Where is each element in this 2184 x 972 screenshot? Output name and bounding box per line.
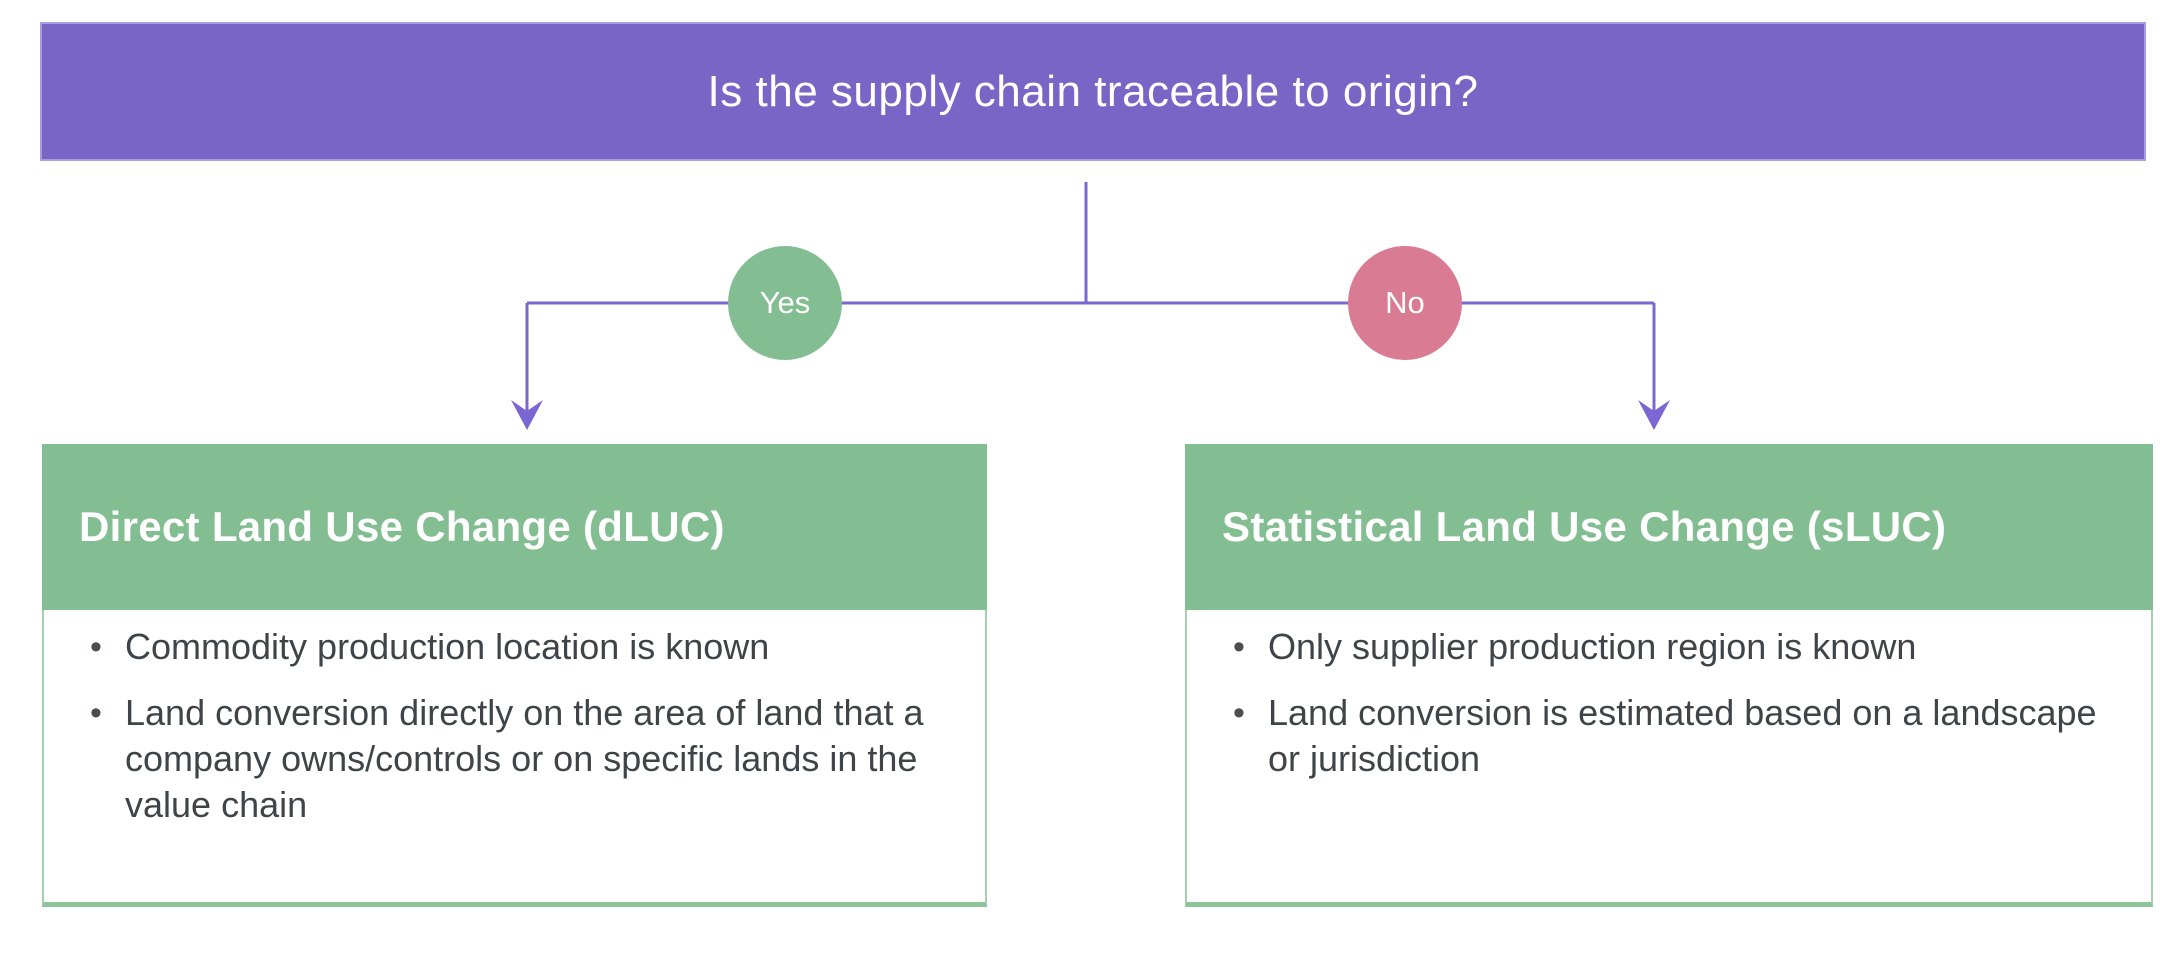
bullet-item: Land conversion directly on the area of … <box>90 690 945 828</box>
branch-yes-label: Yes <box>759 285 811 320</box>
arrowhead-left-icon <box>511 400 543 430</box>
card-sluc-header: Statistical Land Use Change (sLUC) <box>1185 444 2153 610</box>
branch-no-label: No <box>1385 285 1425 320</box>
question-banner: Is the supply chain traceable to origin? <box>40 22 2146 161</box>
card-sluc-title: Statistical Land Use Change (sLUC) <box>1222 503 1947 550</box>
card-dluc-header: Direct Land Use Change (dLUC) <box>42 444 987 610</box>
card-sluc-body: Only supplier production region is known… <box>1185 610 2153 907</box>
bullet-item: Commodity production location is known <box>90 624 945 670</box>
branch-yes-node: Yes <box>728 246 842 360</box>
bullet-item: Only supplier production region is known <box>1233 624 2111 670</box>
question-text: Is the supply chain traceable to origin? <box>707 66 1479 116</box>
card-sluc-bullet-list: Only supplier production region is known… <box>1187 610 2151 782</box>
branch-no-node: No <box>1348 246 1462 360</box>
card-sluc: Statistical Land Use Change (sLUC) Only … <box>1185 444 2153 907</box>
bullet-item: Land conversion is estimated based on a … <box>1233 690 2111 782</box>
card-dluc: Direct Land Use Change (dLUC) Commodity … <box>42 444 987 907</box>
card-dluc-bullet-list: Commodity production location is known L… <box>44 610 985 828</box>
arrowhead-right-icon <box>1638 400 1670 430</box>
card-dluc-title: Direct Land Use Change (dLUC) <box>79 503 725 550</box>
card-dluc-body: Commodity production location is known L… <box>42 610 987 907</box>
